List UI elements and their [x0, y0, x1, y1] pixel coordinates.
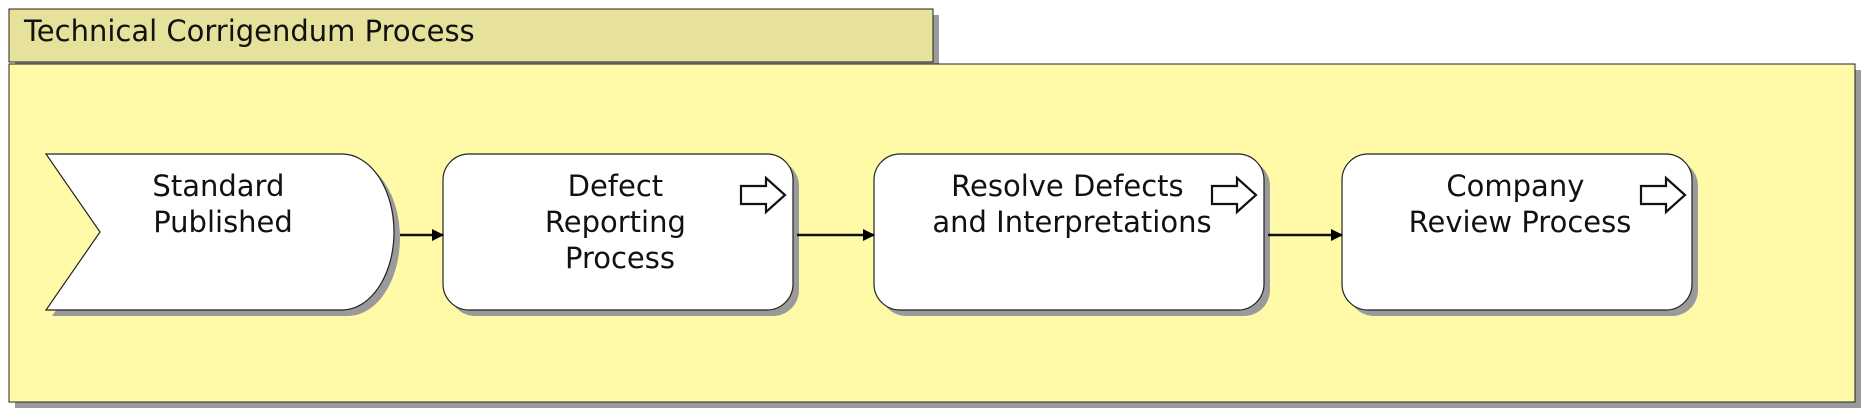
- node-label-line: Company: [1446, 169, 1584, 203]
- pool-title-tab: Technical Corrigendum Process: [8, 8, 939, 68]
- subprocess-arrow-icon[interactable]: [1639, 175, 1687, 215]
- title-tab: [8, 8, 934, 63]
- subprocess-arrow-icon[interactable]: [739, 175, 787, 215]
- node-label-line: Review Process: [1409, 205, 1632, 239]
- node-company-review[interactable]: Company Review Process: [1341, 153, 1698, 316]
- node-resolve-defects[interactable]: Resolve Defects and Interpretations: [873, 153, 1270, 316]
- node-label: Company Review Process: [1409, 169, 1632, 239]
- node-label: Standard Published: [152, 169, 293, 239]
- node-label: Defect Reporting Process: [545, 169, 695, 275]
- subprocess-arrow-icon[interactable]: [1210, 175, 1258, 215]
- node-label-line: Resolve Defects: [951, 169, 1183, 203]
- node-defect-reporting[interactable]: Defect Reporting Process: [442, 153, 799, 316]
- node-label-line: Defect: [568, 169, 664, 203]
- node-label-line: Reporting: [545, 205, 686, 239]
- start-event-shape: [44, 153, 395, 311]
- node-label: Resolve Defects and Interpretations: [932, 169, 1211, 239]
- diagram-title: Technical Corrigendum Process: [23, 14, 475, 48]
- node-label-line: Published: [153, 205, 293, 239]
- node-label-line: Standard: [152, 169, 284, 203]
- node-label-line: and Interpretations: [932, 205, 1211, 239]
- node-standard-published[interactable]: Standard Published: [44, 153, 400, 316]
- node-label-line: Process: [565, 241, 675, 275]
